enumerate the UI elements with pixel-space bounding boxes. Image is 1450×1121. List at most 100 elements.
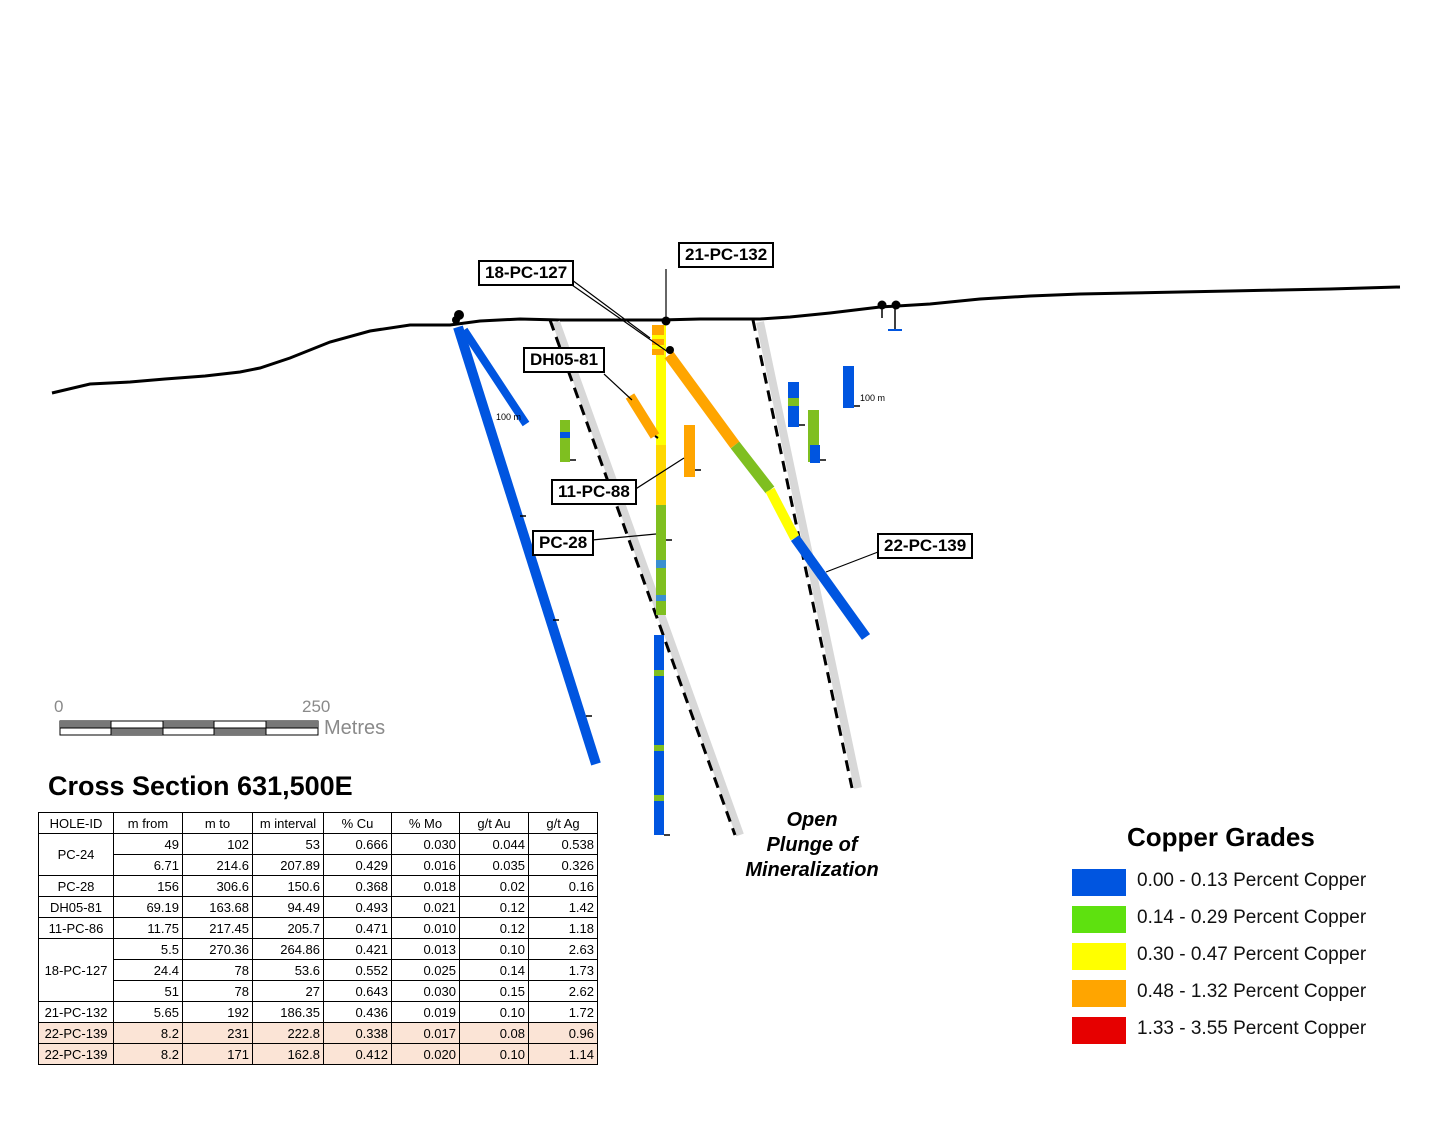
callout-11-pc-88: 11-PC-88 (551, 479, 637, 505)
legend-swatch (1072, 869, 1126, 896)
column-header: m from (113, 812, 183, 834)
callout-pc-28: PC-28 (532, 530, 595, 556)
table-cell: 0.018 (391, 875, 460, 897)
table-cell: 27 (252, 980, 324, 1002)
plunge-line-west (548, 319, 744, 837)
hole-id-cell: 22-PC-139 (38, 1043, 114, 1065)
table-cell: 2.62 (528, 980, 598, 1002)
table-cell: 0.421 (323, 938, 392, 960)
legend-title: Copper Grades (1127, 822, 1315, 852)
open-plunge-annotation: Open Plunge of Mineralization (732, 808, 892, 883)
table-cell: 0.030 (391, 980, 460, 1002)
drill-hole-11-pc-88 (684, 425, 701, 477)
table-cell: 306.6 (182, 875, 253, 897)
column-header: g/t Au (459, 812, 529, 834)
depth-marker-label: 100 m (496, 412, 522, 422)
drill-hole-short-3 (808, 410, 826, 463)
table-cell: 0.12 (459, 896, 529, 918)
hole-id-cell: 18-PC-127 (38, 938, 114, 1002)
table-cell: 1.14 (528, 1043, 598, 1065)
table-cell: 0.019 (391, 1001, 460, 1023)
table-cell: 0.666 (323, 833, 392, 855)
table-cell: 270.36 (182, 938, 253, 960)
table-cell: 49 (113, 833, 183, 855)
table-cell: 0.538 (528, 833, 598, 855)
table-cell: 0.10 (459, 1001, 529, 1023)
table-cell: 0.552 (323, 959, 392, 981)
table-cell: 186.35 (252, 1001, 324, 1023)
scale-start-label: 0 (54, 697, 64, 716)
table-cell: 217.45 (182, 917, 253, 939)
table-cell: 0.035 (459, 854, 529, 876)
table-cell: 0.96 (528, 1022, 598, 1044)
table-cell: 1.18 (528, 917, 598, 939)
table-cell: 1.42 (528, 896, 598, 918)
table-cell: 205.7 (252, 917, 324, 939)
table-cell: 0.429 (323, 854, 392, 876)
annotation-line: Mineralization (745, 859, 879, 881)
table-cell: 222.8 (252, 1022, 324, 1044)
table-cell: 53.6 (252, 959, 324, 981)
table-cell: 0.15 (459, 980, 529, 1002)
column-header: % Mo (391, 812, 460, 834)
table-cell: 1.72 (528, 1001, 598, 1023)
table-cell: 0.10 (459, 1043, 529, 1065)
table-cell: 0.020 (391, 1043, 460, 1065)
table-cell: 163.68 (182, 896, 253, 918)
leader-lines (571, 269, 879, 573)
legend-label: 0.30 - 0.47 Percent Copper (1137, 944, 1367, 965)
table-header-row: HOLE-ID m from m to m interval % Cu % Mo… (38, 812, 598, 834)
legend-label: 0.14 - 0.29 Percent Copper (1137, 907, 1367, 928)
table-cell: 207.89 (252, 854, 324, 876)
table-cell: 0.017 (391, 1022, 460, 1044)
column-header: % Cu (323, 812, 392, 834)
table-cell: 6.71 (113, 854, 183, 876)
table-cell: 156 (113, 875, 183, 897)
table-cell: 69.19 (113, 896, 183, 918)
table-cell: 0.12 (459, 917, 529, 939)
table-cell: 171 (182, 1043, 253, 1065)
table-cell: 0.412 (323, 1043, 392, 1065)
drill-hole-18-pc-127 (664, 346, 871, 640)
callout-dh05-81: DH05-81 (523, 347, 606, 373)
table-cell: 0.16 (528, 875, 598, 897)
table-cell: 0.013 (391, 938, 460, 960)
table-cell: 0.010 (391, 917, 460, 939)
table-cell: 1.73 (528, 959, 598, 981)
scale-unit-label: Metres (324, 717, 386, 739)
table-cell: 0.044 (459, 833, 529, 855)
callout-18-pc-127: 18-PC-127 (478, 260, 575, 286)
table-cell: 0.025 (391, 959, 460, 981)
legend-swatch (1072, 943, 1126, 970)
column-header: m interval (252, 812, 324, 834)
table-cell: 11.75 (113, 917, 183, 939)
table-cell: 78 (182, 959, 253, 981)
legend-swatch (1072, 906, 1126, 933)
table-cell: 162.8 (252, 1043, 324, 1065)
table-cell: 0.14 (459, 959, 529, 981)
table-cell: 51 (113, 980, 183, 1002)
table-cell: 0.471 (323, 917, 392, 939)
assay-table: HOLE-ID m from m to m interval % Cu % Mo… (38, 812, 598, 1065)
drill-hole-pc-24 (452, 310, 601, 766)
table-cell: 150.6 (252, 875, 324, 897)
scale-end-label: 250 (302, 697, 331, 716)
table-cell: 192 (182, 1001, 253, 1023)
drill-hole-dh05-81 (625, 393, 660, 439)
table-cell: 5.5 (113, 938, 183, 960)
table-cell: 24.4 (113, 959, 183, 981)
legend-label: 0.00 - 0.13 Percent Copper (1137, 870, 1367, 891)
table-cell: 0.02 (459, 875, 529, 897)
column-header: m to (182, 812, 253, 834)
legend-label: 0.48 - 1.32 Percent Copper (1137, 981, 1367, 1002)
table-cell: 78 (182, 980, 253, 1002)
depth-marker-label: 100 m (860, 393, 886, 403)
